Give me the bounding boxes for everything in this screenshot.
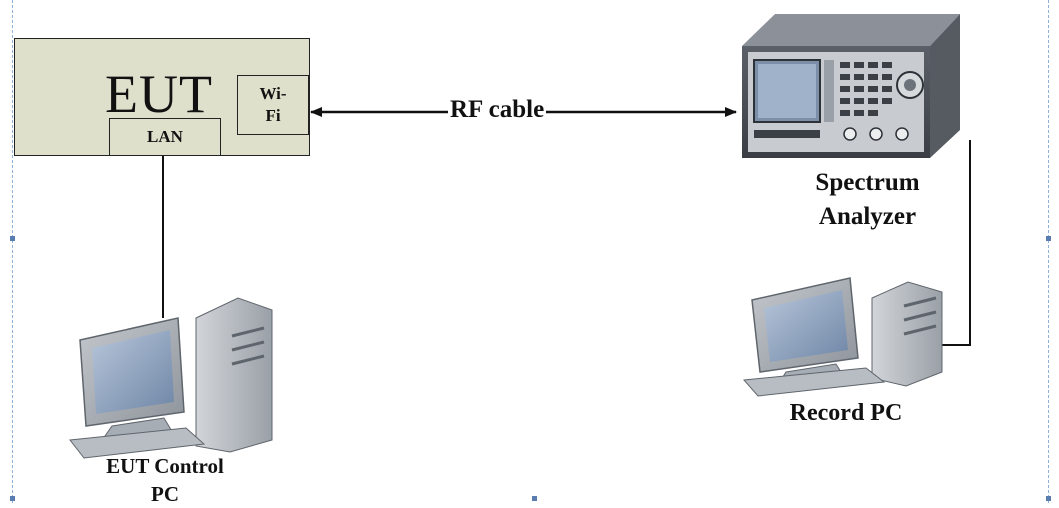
spectrum-analyzer-label-line1: Spectrum [815, 169, 920, 196]
frame-left-line [12, 0, 13, 503]
eut-box: EUT Wi- Fi LAN [14, 38, 310, 156]
resize-handle-left[interactable] [10, 236, 15, 241]
eut-title: EUT [105, 64, 213, 124]
resize-handle-bottom-left[interactable] [10, 496, 15, 501]
eut-control-pc-icon [69, 297, 273, 459]
wifi-label-line2: Fi [265, 106, 281, 125]
lan-label: LAN [147, 127, 183, 146]
spectrum-analyzer-icon [742, 14, 960, 158]
eut-control-pc-label-line1: EUT Control [106, 454, 224, 478]
resize-handle-bottom[interactable] [532, 496, 537, 501]
frame-right-line [1048, 0, 1049, 503]
wifi-label-line1: Wi- [259, 84, 287, 103]
record-pc-icon [742, 277, 943, 397]
resize-handle-right[interactable] [1046, 236, 1051, 241]
eut-control-pc-label: EUT Control PC [60, 452, 270, 508]
spectrum-analyzer-label: Spectrum Analyzer [780, 166, 955, 234]
rf-cable-label: RF cable [448, 96, 547, 124]
resize-handle-bottom-right[interactable] [1046, 496, 1051, 501]
analyzer-to-record-pc-line [940, 140, 971, 346]
spectrum-analyzer-label-line2: Analyzer [818, 203, 917, 230]
record-pc-label: Record PC [789, 400, 903, 426]
eut-control-pc-label-line2: PC [151, 482, 179, 506]
wifi-port-box: Wi- Fi [237, 75, 309, 135]
lan-port-box: LAN [109, 118, 221, 156]
